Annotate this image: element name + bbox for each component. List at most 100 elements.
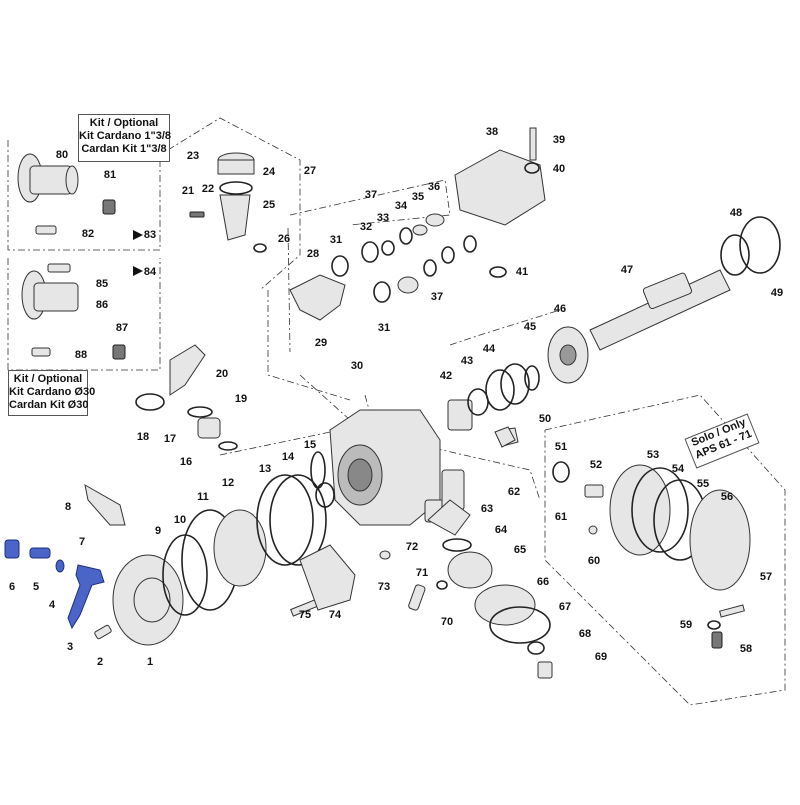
callout-55: 55 <box>697 478 709 490</box>
cardan-kit-13-8-parts <box>17 153 126 360</box>
kit-cardano-13-8-label: Kit / Optional Kit Cardano 1"3/8 Cardan … <box>78 114 172 162</box>
callout-32: 32 <box>360 221 372 233</box>
callout-7: 7 <box>79 536 85 548</box>
callout-45: 45 <box>524 321 536 333</box>
callout-4: 4 <box>49 599 56 611</box>
callout-61: 61 <box>555 511 567 523</box>
kit-30-line-3: Cardan Kit Ø30 <box>9 399 89 411</box>
callout-18: 18 <box>137 431 149 443</box>
marker-83-triangle <box>133 230 143 240</box>
callout-72: 72 <box>406 541 418 553</box>
callout-56: 56 <box>721 491 733 503</box>
callout-51: 51 <box>555 441 567 453</box>
callout-86: 86 <box>96 299 108 311</box>
callout-64: 64 <box>495 524 508 536</box>
callout-48: 48 <box>730 207 742 219</box>
callout-31a: 31 <box>330 234 342 246</box>
highlighted-valve-group <box>4 539 105 630</box>
callout-27: 27 <box>304 165 316 177</box>
callout-63: 63 <box>481 503 493 515</box>
callout-47: 47 <box>621 264 633 276</box>
callout-58: 58 <box>740 643 752 655</box>
callout-70: 70 <box>441 616 453 628</box>
callout-65: 65 <box>514 544 526 556</box>
callout-62: 62 <box>508 486 520 498</box>
crankshaft-parts <box>447 216 781 431</box>
kit-30-line-1: Kit / Optional <box>13 373 83 385</box>
marker-84-triangle <box>133 266 143 276</box>
callout-9: 9 <box>155 525 161 537</box>
fittings-parts <box>135 344 238 451</box>
callout-74: 74 <box>329 609 342 621</box>
callout-46: 46 <box>554 303 566 315</box>
callout-2: 2 <box>97 656 103 668</box>
callout-85: 85 <box>96 278 108 290</box>
callout-68: 68 <box>579 628 591 640</box>
callout-8: 8 <box>65 501 71 513</box>
callout-71: 71 <box>416 567 428 579</box>
callout-50: 50 <box>539 413 551 425</box>
callout-24: 24 <box>263 166 276 178</box>
callout-34: 34 <box>395 200 408 212</box>
callout-14: 14 <box>282 451 295 463</box>
callout-83: 83 <box>144 229 156 241</box>
callout-25: 25 <box>263 199 275 211</box>
callout-69: 69 <box>595 651 607 663</box>
callout-57: 57 <box>760 571 772 583</box>
callout-36: 36 <box>428 181 440 193</box>
callout-26: 26 <box>278 233 290 245</box>
callout-22: 22 <box>202 183 214 195</box>
callout-28: 28 <box>307 248 319 260</box>
callout-75: 75 <box>299 609 311 621</box>
callout-3: 3 <box>67 641 73 653</box>
callout-29: 29 <box>315 337 327 349</box>
callout-16: 16 <box>180 456 192 468</box>
callout-19: 19 <box>235 393 247 405</box>
callout-43: 43 <box>461 355 473 367</box>
callout-30: 30 <box>351 360 363 372</box>
callout-53: 53 <box>647 449 659 461</box>
callout-5: 5 <box>33 581 39 593</box>
valve-head-parts <box>189 127 546 321</box>
callout-66: 66 <box>537 576 549 588</box>
callout-13: 13 <box>259 463 271 475</box>
piston-membrane-parts <box>408 426 751 679</box>
callout-numbers: 1 2 3 4 5 6 7 8 9 10 11 12 13 14 15 16 1… <box>9 126 783 668</box>
callout-1: 1 <box>147 656 153 668</box>
callout-35: 35 <box>412 191 424 203</box>
callout-59: 59 <box>680 619 692 631</box>
pump-body <box>310 409 519 560</box>
callout-33: 33 <box>377 212 389 224</box>
callout-31b: 31 <box>378 322 390 334</box>
callout-81: 81 <box>104 169 116 181</box>
callout-67: 67 <box>559 601 571 613</box>
callout-10: 10 <box>174 514 186 526</box>
kit-cardano-30-label: Kit / Optional Kit Cardano Ø30 Cardan Ki… <box>8 370 96 416</box>
kit-13-8-line-3: Cardan Kit 1"3/8 <box>81 143 167 155</box>
callout-17: 17 <box>164 433 176 445</box>
callout-80: 80 <box>56 149 68 161</box>
kit-13-8-line-2: Kit Cardano 1"3/8 <box>79 130 172 142</box>
callout-84: 84 <box>144 266 157 278</box>
callout-73: 73 <box>378 581 390 593</box>
callout-42: 42 <box>440 370 452 382</box>
callout-12: 12 <box>222 477 234 489</box>
callout-88: 88 <box>75 349 87 361</box>
kit-13-8-line-1: Kit / Optional <box>89 117 159 129</box>
callout-20: 20 <box>216 368 228 380</box>
kit-30-line-2: Kit Cardano Ø30 <box>9 386 96 398</box>
callout-11: 11 <box>197 491 209 503</box>
callout-60: 60 <box>588 555 600 567</box>
callout-41: 41 <box>516 266 528 278</box>
callout-39: 39 <box>553 134 565 146</box>
callout-54: 54 <box>672 463 685 475</box>
callout-82: 82 <box>82 228 94 240</box>
callout-37a: 37 <box>365 189 377 201</box>
callout-87: 87 <box>116 322 128 334</box>
cover-assembly-parts <box>84 474 356 646</box>
callout-40: 40 <box>553 163 565 175</box>
callout-37b: 37 <box>431 291 443 303</box>
callout-52: 52 <box>590 459 602 471</box>
